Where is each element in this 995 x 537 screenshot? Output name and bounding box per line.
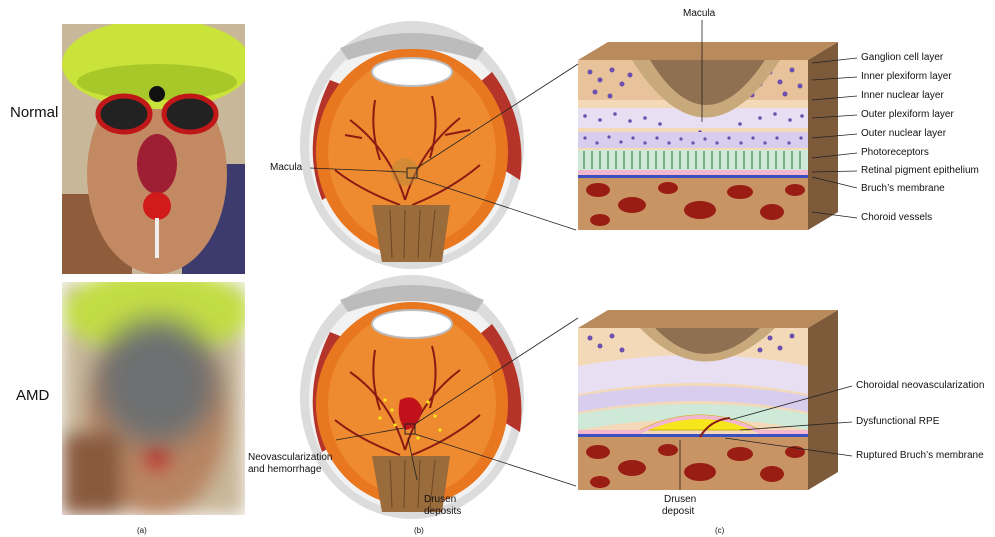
macula-title: Macula [683, 8, 715, 20]
layer-label: Outer plexiform layer [861, 109, 954, 121]
amd-label: Dysfunctional RPE [856, 416, 939, 428]
layer-label: Outer nuclear layer [861, 128, 946, 140]
layer-label: Retinal pigment epithelium [861, 165, 979, 177]
drusen-deposit-label-line1: Drusen [664, 494, 696, 506]
macula-label: Macula [270, 162, 302, 174]
amd-label: Ruptured Bruch’s membrane [856, 450, 984, 462]
layer-label: Choroid vessels [861, 212, 932, 224]
normal-eye-diagram [300, 21, 524, 269]
amd-eye-diagram [300, 275, 524, 519]
panel-tag-c: (c) [715, 526, 724, 535]
layer-label: Ganglion cell layer [861, 52, 943, 64]
neovascularization-label-line2: and hemorrhage [248, 464, 321, 476]
drusen-deposit-label-line2: deposit [662, 506, 694, 518]
drusen-deposits-label-line1: Drusen [424, 494, 456, 506]
normal-retina-block [578, 20, 838, 230]
neovascularization-label-line1: Neovascularization [248, 452, 333, 464]
layer-label: Bruch’s membrane [861, 183, 945, 195]
drusen-deposits-label-line2: deposits [424, 506, 461, 518]
panel-tag-b: (b) [414, 526, 424, 535]
amd-label: Choroidal neovascularization [856, 380, 984, 392]
layer-label: Inner plexiform layer [861, 71, 952, 83]
amd-retina-block [578, 310, 838, 490]
layer-label: Photoreceptors [861, 147, 929, 159]
layer-label: Inner nuclear layer [861, 90, 944, 102]
